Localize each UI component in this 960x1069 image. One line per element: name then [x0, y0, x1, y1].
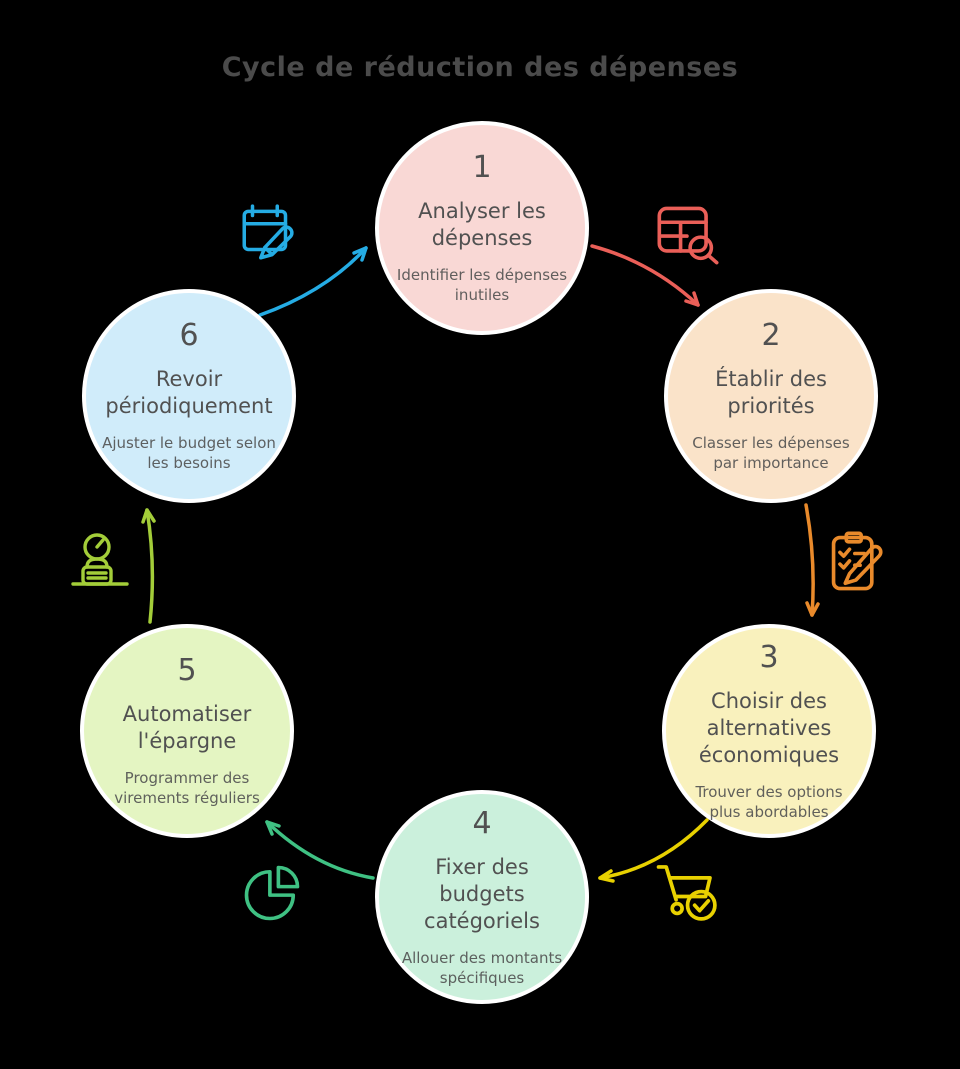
step-label: Automatiser l'épargne [122, 702, 252, 754]
step-description: Identifier les dépenses inutiles [396, 266, 568, 305]
step-node-4: 4 Fixer des budgets catégoriels Allouer … [375, 790, 589, 1004]
step-description: Ajuster le budget selon les besoins [102, 434, 276, 473]
step-number: 6 [179, 318, 199, 354]
step-label: Établir des priorités [715, 367, 827, 419]
step-node-5: 5 Automatiser l'épargne Programmer des v… [80, 624, 294, 838]
step-label: Choisir des alternatives économiques [698, 688, 840, 767]
scale-gauge-icon [70, 528, 134, 598]
step-number: 4 [472, 805, 492, 841]
calendar-pencil-icon [236, 198, 302, 268]
step-node-1: 1 Analyser les dépenses Identifier les d… [375, 121, 589, 335]
step-node-6: 6 Revoir périodiquement Ajuster le budge… [82, 289, 296, 503]
step-number: 2 [761, 318, 781, 354]
diagram-title: Cycle de réduction des dépenses [221, 52, 739, 83]
arrow-step5-to-step6 [141, 508, 156, 624]
pie-chart-icon [238, 858, 306, 928]
step-node-3: 3 Choisir des alternatives économiques T… [662, 624, 876, 838]
step-label: Revoir périodiquement [105, 367, 273, 419]
step-description: Programmer des virements réguliers [114, 769, 260, 808]
arrow-step2-to-step3 [804, 503, 820, 617]
shopping-cart-check-icon [652, 856, 722, 926]
clipboard-checklist-pencil-icon [824, 526, 892, 598]
step-description: Trouver des options plus abordables [695, 782, 843, 821]
step-description: Classer les dépenses par importance [692, 434, 850, 473]
step-description: Allouer des montants spécifiques [401, 948, 563, 987]
step-number: 5 [177, 653, 197, 689]
step-number: 3 [759, 639, 779, 675]
table-search-icon [654, 200, 722, 270]
step-label: Fixer des budgets catégoriels [424, 854, 540, 933]
step-label: Analyser les dépenses [418, 199, 546, 251]
step-node-2: 2 Établir des priorités Classer les dépe… [664, 289, 878, 503]
step-number: 1 [472, 150, 492, 186]
